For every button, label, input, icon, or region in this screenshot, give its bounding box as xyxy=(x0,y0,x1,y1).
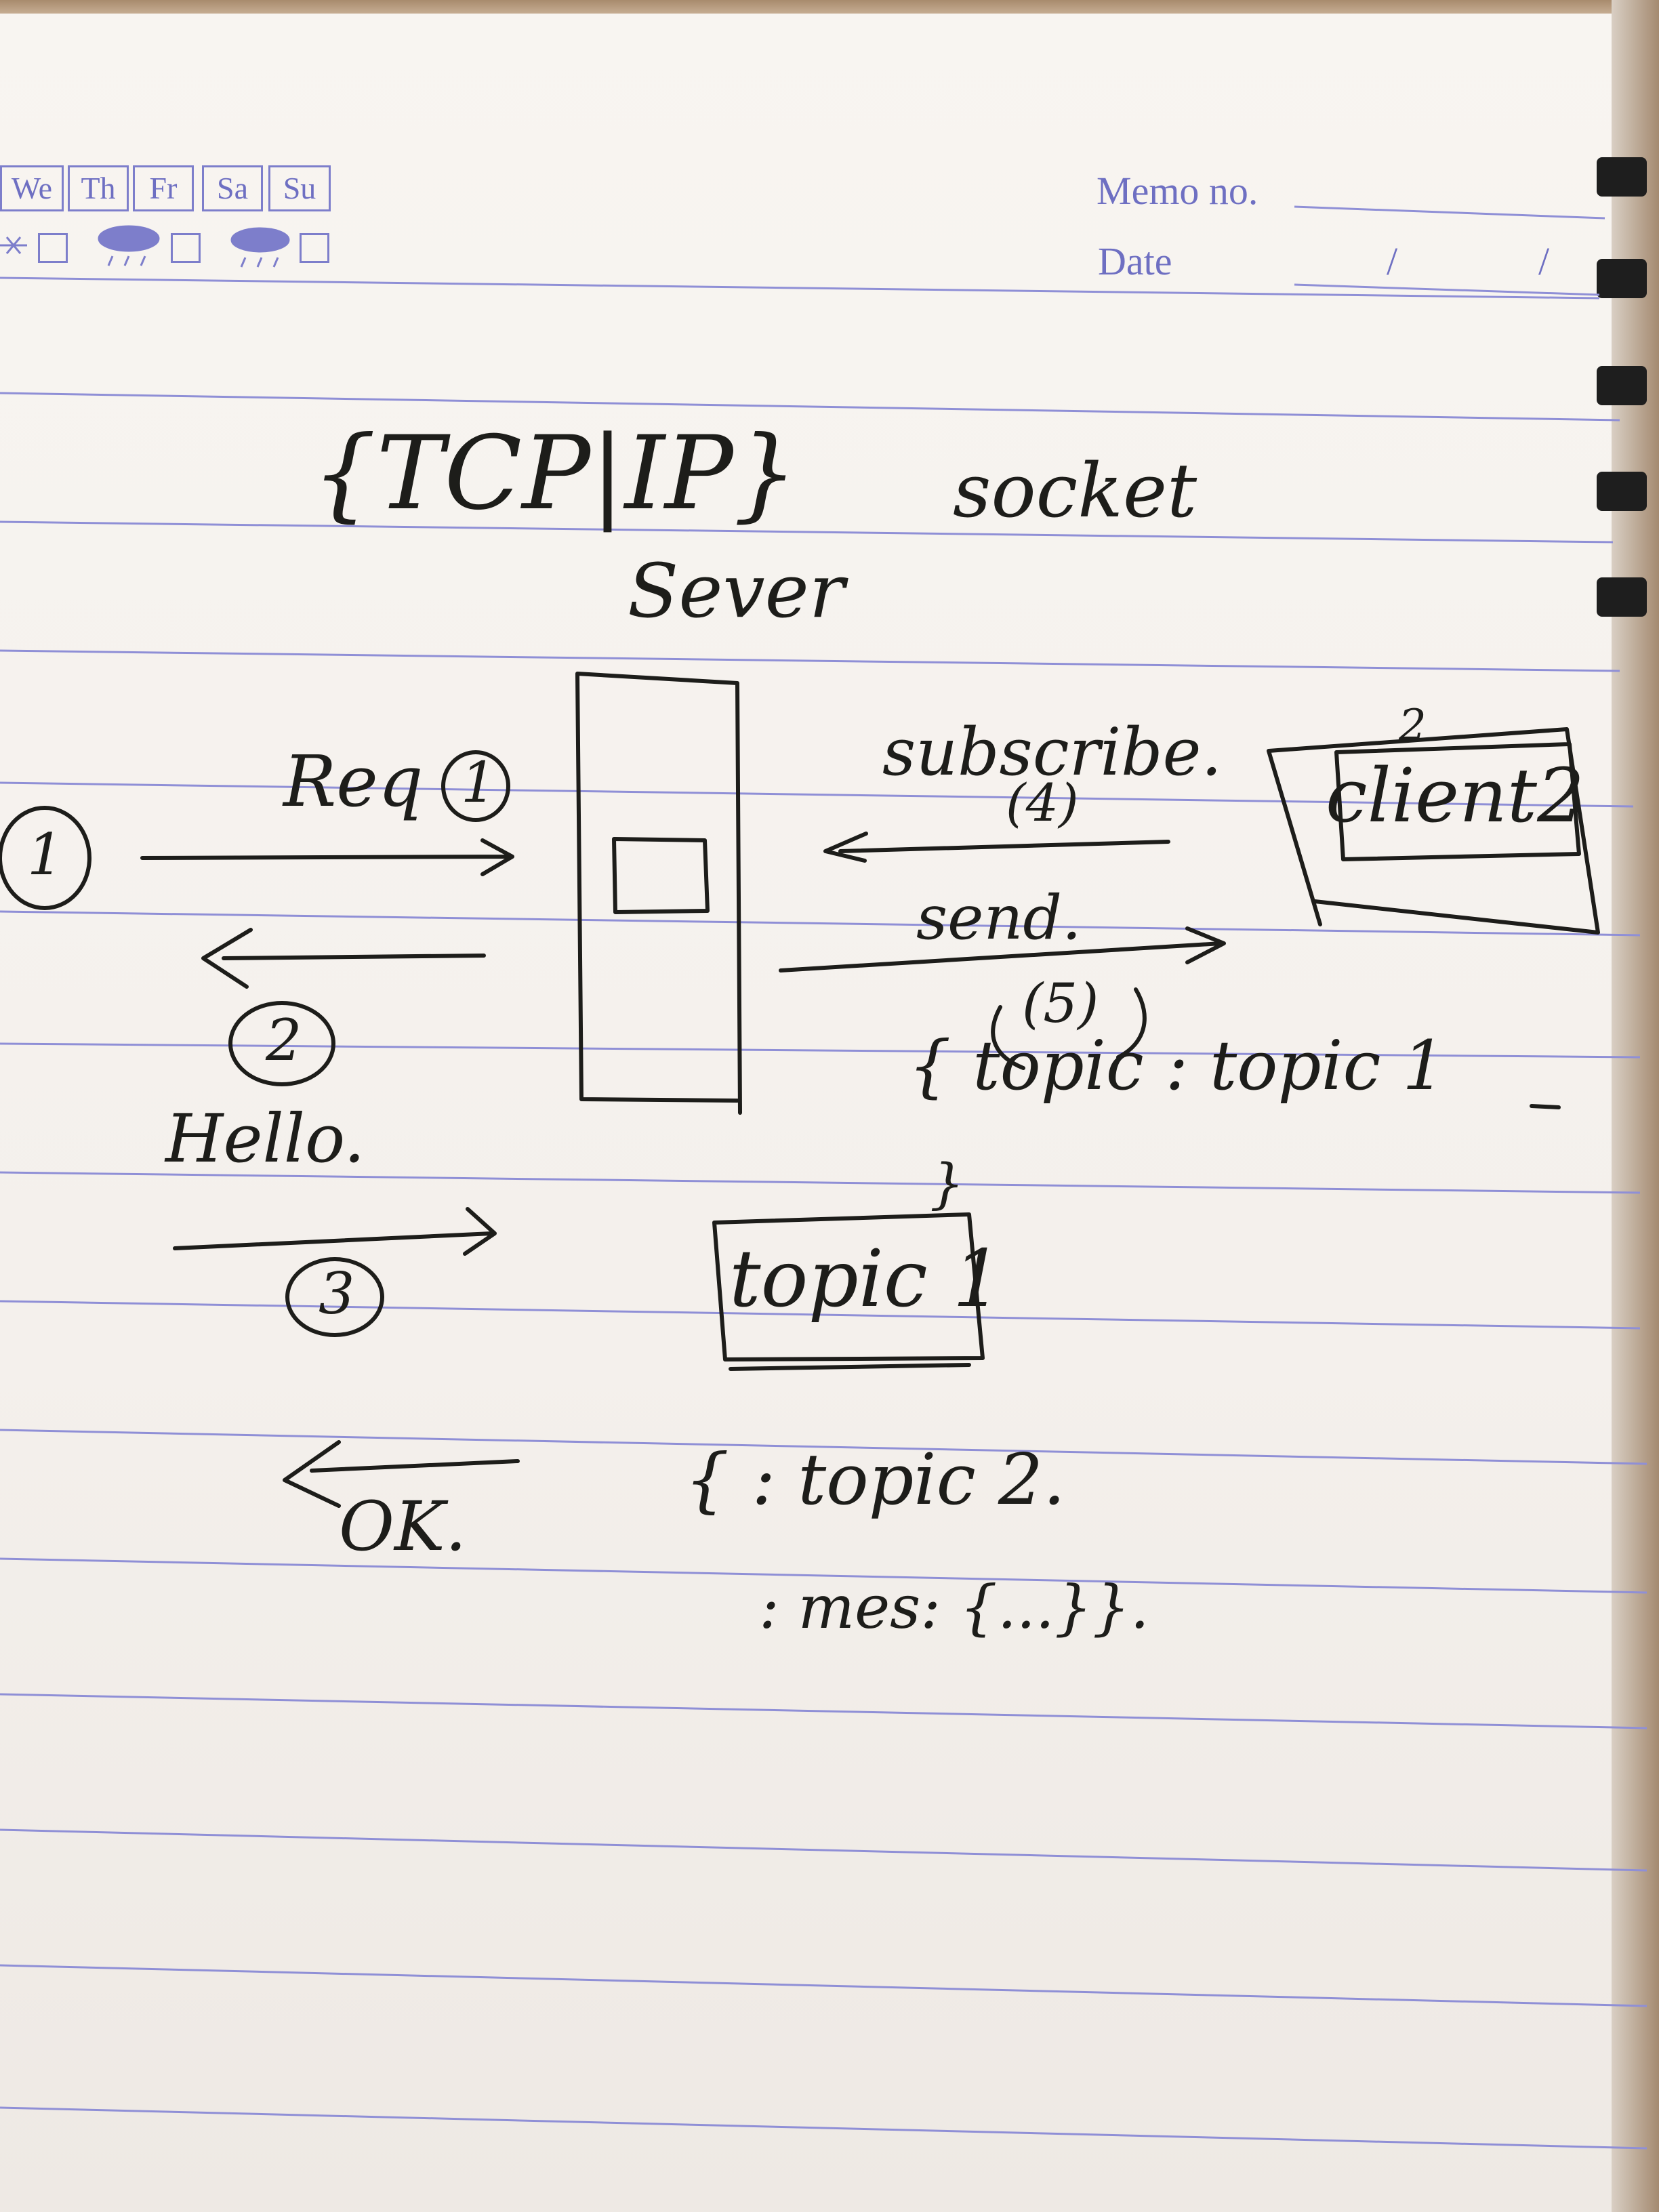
date-slash: / xyxy=(1538,239,1550,283)
send-arrow xyxy=(779,926,1226,972)
client-box xyxy=(1267,727,1600,935)
date-label: Date xyxy=(1098,239,1172,283)
binding-ring xyxy=(1597,472,1647,511)
ok-label: OK. xyxy=(339,1487,467,1566)
memo-label: Memo no. xyxy=(1097,169,1258,213)
ok-return-arrow xyxy=(283,1440,520,1508)
weather-checkbox xyxy=(38,233,68,263)
message-line: : mes: {...}}. xyxy=(759,1572,1149,1642)
weather-icons xyxy=(0,225,290,268)
date-slash: / xyxy=(1387,239,1398,283)
topic-box-label: topic 1 xyxy=(729,1233,1003,1325)
binding-ring xyxy=(1597,366,1647,405)
send-number: (5) xyxy=(1022,972,1099,1035)
client-label: client2 xyxy=(1326,752,1585,839)
sun-icon xyxy=(0,237,27,254)
client-mark: 2 xyxy=(1399,701,1427,751)
step2-number: 2 xyxy=(266,1007,302,1073)
diagram-strokes xyxy=(0,672,1600,1508)
step3-number: 3 xyxy=(319,1261,355,1327)
title-note: socket xyxy=(953,447,1197,534)
diagram-title: {TCP|IP} xyxy=(312,415,798,533)
request-label: Req xyxy=(283,740,424,823)
day-box-sa: Sa xyxy=(202,165,263,211)
hello-return-arrow xyxy=(201,928,486,989)
payload-line: { topic : topic 1 xyxy=(908,1026,1446,1105)
payload-close: } xyxy=(930,1152,964,1215)
third-arrow xyxy=(173,1207,497,1256)
ruled-lines xyxy=(0,205,1647,2150)
step5-marks xyxy=(991,987,1147,1070)
day-box-th: Th xyxy=(68,165,129,211)
weather-checkbox xyxy=(300,233,329,263)
send-label: send. xyxy=(916,882,1082,954)
day-box-we: We xyxy=(0,165,64,211)
step-circle xyxy=(285,1257,384,1337)
day-box-fr: Fr xyxy=(133,165,194,211)
server-label: Sever xyxy=(628,548,845,634)
rain-cloud-icon xyxy=(98,225,160,252)
server-box xyxy=(575,672,742,1115)
subscribe-number: (4) xyxy=(1006,773,1079,833)
request-step-circle-number: 1 xyxy=(461,751,497,815)
hello-label: Hello. xyxy=(165,1101,365,1178)
binding-ring xyxy=(1597,577,1647,617)
day-box-su: Su xyxy=(268,165,331,211)
rain-cloud-icon xyxy=(230,227,290,253)
weather-checkbox xyxy=(171,233,201,263)
subscribe-label: subscribe. xyxy=(882,714,1222,790)
binding-ring xyxy=(1597,157,1647,197)
step1-marker: 1 xyxy=(27,821,64,888)
subscribe-arrow xyxy=(823,832,1170,863)
message-line: { : topic 2. xyxy=(684,1438,1066,1521)
step-circle xyxy=(441,750,510,822)
step-circle xyxy=(228,1001,335,1086)
server-port xyxy=(612,837,710,914)
request-arrow xyxy=(140,838,514,876)
binding-ring xyxy=(1597,259,1647,298)
step-circle xyxy=(0,806,91,910)
topic-box xyxy=(712,1212,985,1371)
desk-edge xyxy=(0,0,1659,14)
